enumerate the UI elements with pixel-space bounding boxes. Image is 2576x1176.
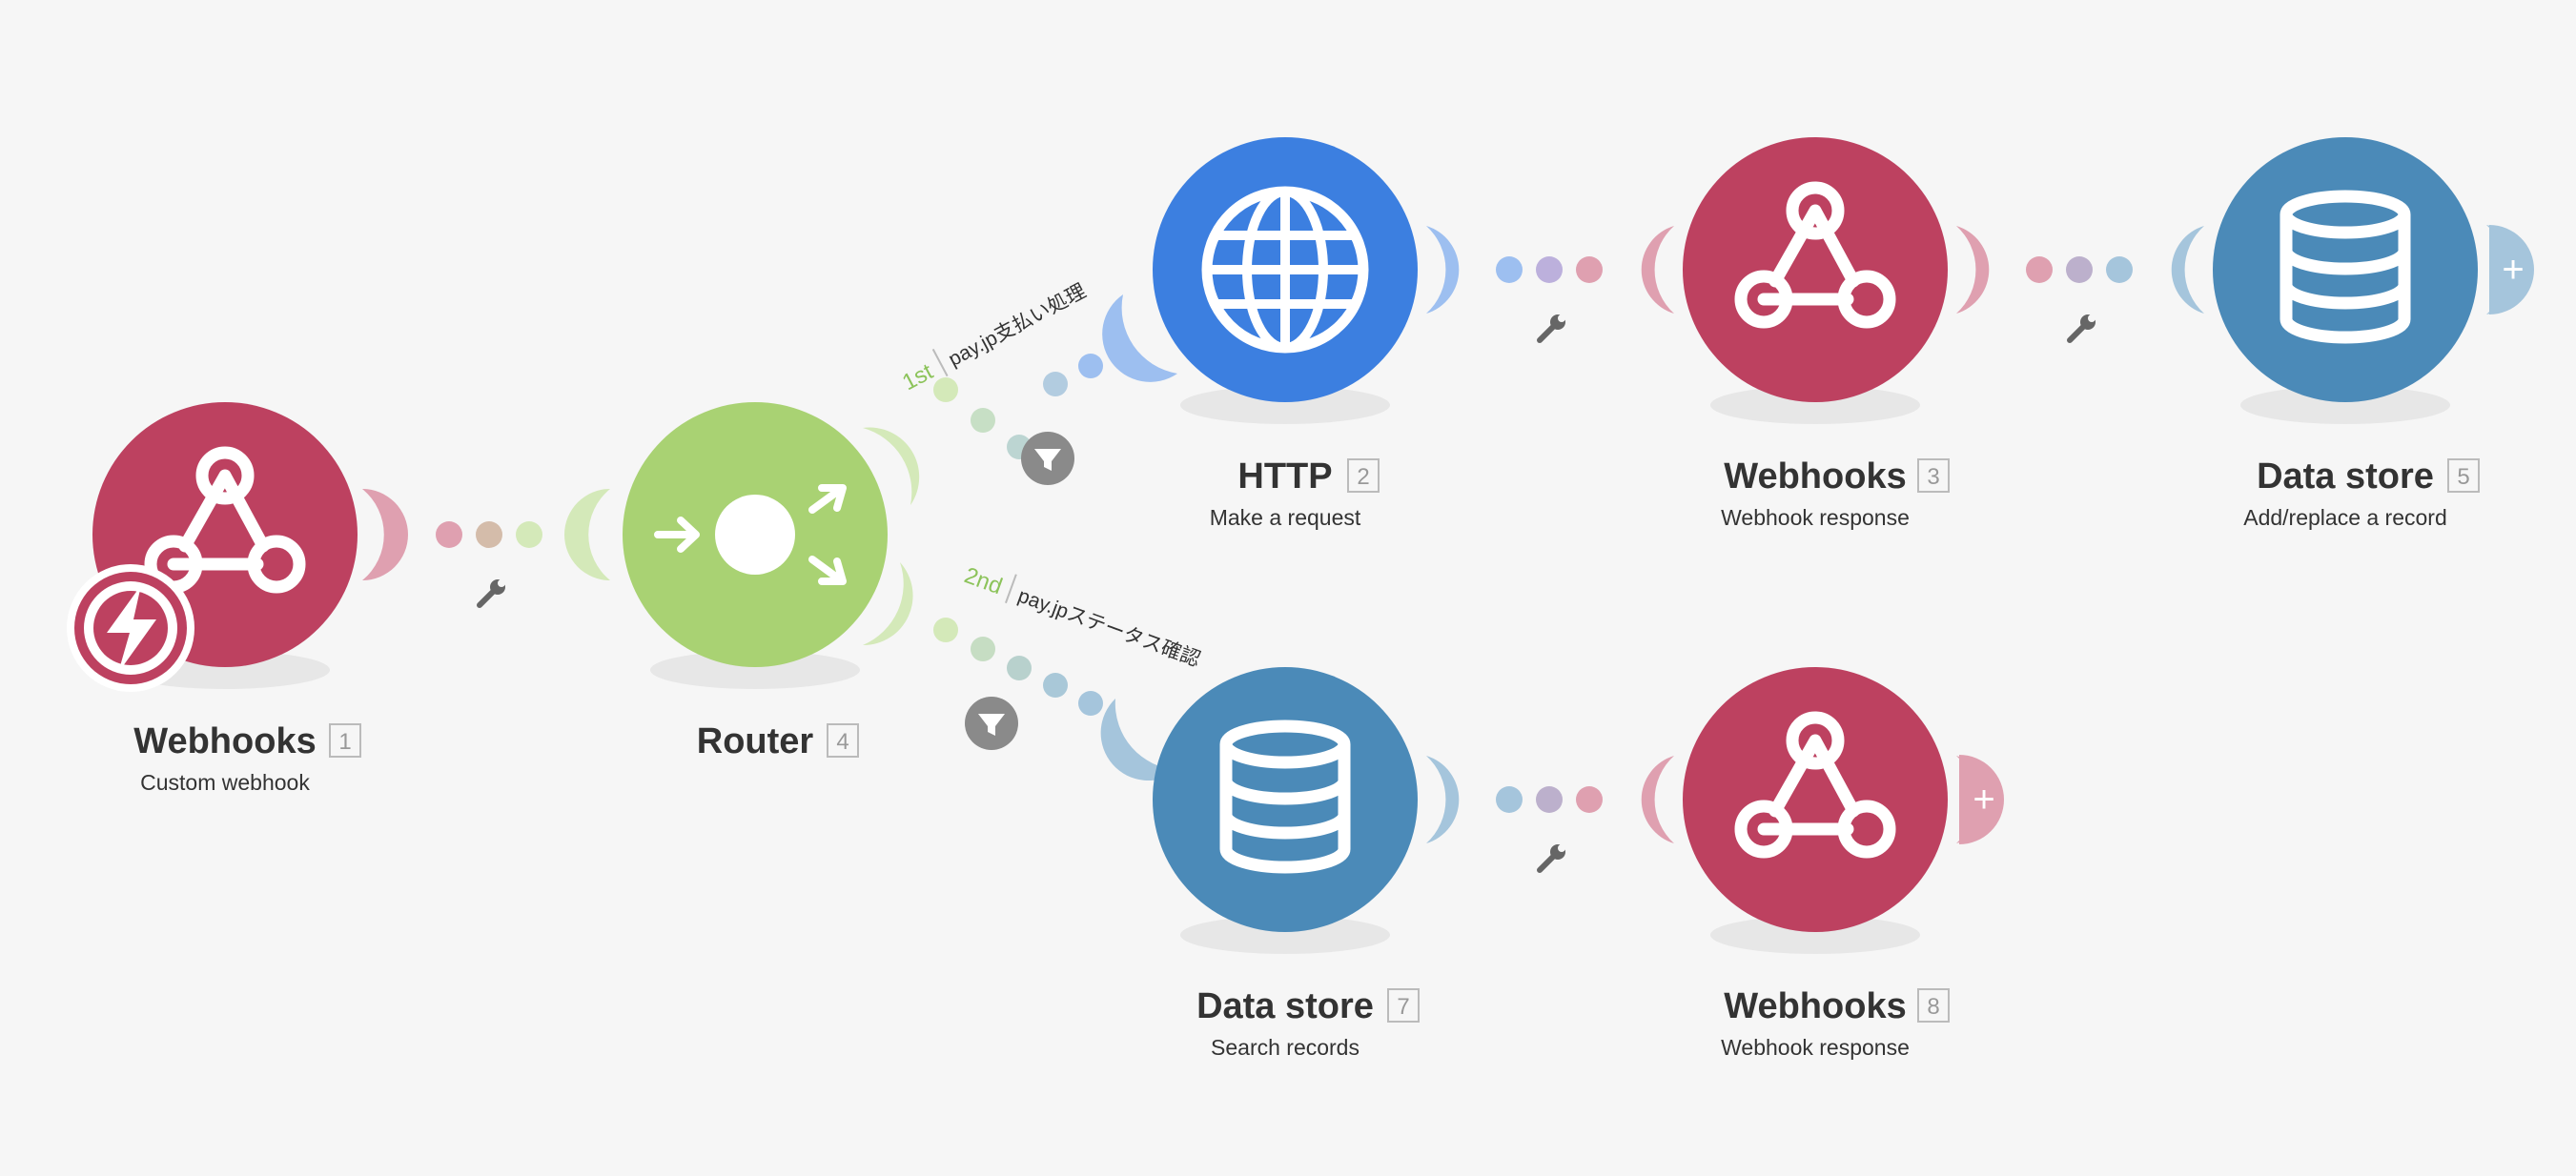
module-webhooks-8[interactable]: Webhooks 8 Webhook response — [1683, 667, 1950, 1060]
module-circle[interactable] — [1683, 137, 1948, 402]
module-subtitle: Add/replace a record — [2243, 505, 2447, 530]
connector-route-2[interactable] — [933, 618, 1103, 716]
output-handle-datastore-7[interactable] — [1426, 756, 1460, 843]
module-router-4[interactable]: Router 4 — [623, 402, 888, 761]
route-name: pay.jpステータス確認 — [1015, 585, 1203, 672]
connector-datastore-webhooks[interactable] — [1496, 786, 1603, 813]
module-id: 2 — [1357, 464, 1369, 490]
add-icon: + — [1973, 779, 1994, 821]
connector-http-webhooks[interactable] — [1496, 256, 1603, 283]
output-handle-http[interactable] — [1426, 226, 1460, 314]
module-title: Data store — [1196, 986, 1374, 1026]
add-icon: + — [2502, 249, 2524, 291]
module-title: Webhooks — [1724, 986, 1906, 1026]
wrench-icon[interactable] — [2070, 314, 2096, 340]
input-handle-http[interactable] — [1102, 294, 1177, 382]
filter-icon[interactable] — [965, 697, 1018, 750]
module-subtitle: Webhook response — [1721, 505, 1910, 530]
module-subtitle: Make a request — [1210, 505, 1361, 530]
wrench-icon[interactable] — [1540, 844, 1565, 870]
module-subtitle: Custom webhook — [140, 770, 310, 795]
module-subtitle: Webhook response — [1721, 1035, 1910, 1060]
route-order: 1st — [898, 358, 937, 395]
module-webhooks-1[interactable]: Webhooks 1 Custom webhook — [67, 402, 361, 795]
module-title: Webhooks — [133, 721, 316, 761]
input-handle-router[interactable] — [564, 489, 610, 580]
module-title: Data store — [2257, 456, 2434, 497]
add-module-button-webhooks-8[interactable]: + — [1956, 755, 2004, 844]
module-id: 5 — [2457, 464, 2469, 490]
output-handle-router-1[interactable] — [863, 427, 920, 505]
output-handle-webhooks-3[interactable] — [1956, 226, 1990, 314]
output-handle-webhooks-1[interactable] — [362, 489, 408, 580]
module-datastore-7[interactable]: Data store 7 Search records — [1153, 667, 1420, 1060]
router-icon — [654, 484, 847, 585]
module-subtitle: Search records — [1211, 1035, 1360, 1060]
module-title: Router — [697, 721, 814, 761]
input-handle-webhooks-3[interactable] — [1641, 226, 1674, 314]
add-module-button-datastore-5[interactable]: + — [2486, 225, 2534, 314]
wrench-icon[interactable] — [480, 579, 505, 605]
route-name: pay.jp支払い処理 — [945, 280, 1090, 371]
connector-webhooks-router[interactable] — [436, 521, 542, 548]
wrench-icon[interactable] — [1540, 314, 1565, 340]
trigger-badge[interactable] — [67, 564, 194, 692]
input-handle-datastore-7[interactable] — [1100, 699, 1178, 781]
module-id: 1 — [338, 729, 351, 755]
module-circle[interactable] — [1683, 667, 1948, 932]
connector-route-1[interactable] — [933, 354, 1103, 459]
connector-webhooks-datastore[interactable] — [2026, 256, 2133, 283]
module-http-2[interactable]: HTTP 2 Make a request — [1153, 137, 1418, 530]
globe-icon — [1207, 192, 1363, 348]
module-webhooks-3[interactable]: Webhooks 3 Webhook response — [1683, 137, 1950, 530]
route-label-2[interactable]: 2nd pay.jpステータス確認 — [961, 558, 1206, 673]
output-handle-router-2[interactable] — [863, 562, 913, 646]
module-id: 7 — [1397, 994, 1409, 1020]
filter-icon[interactable] — [1021, 432, 1074, 485]
module-id: 8 — [1927, 994, 1939, 1020]
module-title: HTTP — [1237, 456, 1332, 497]
module-title: Webhooks — [1724, 456, 1906, 497]
module-datastore-5[interactable]: Data store 5 Add/replace a record — [2213, 137, 2480, 530]
module-id: 3 — [1927, 464, 1939, 490]
module-id: 4 — [836, 729, 848, 755]
input-handle-datastore-5[interactable] — [2171, 226, 2204, 314]
lightning-icon — [107, 585, 156, 673]
route-order: 2nd — [961, 562, 1006, 599]
input-handle-webhooks-8[interactable] — [1641, 756, 1674, 843]
